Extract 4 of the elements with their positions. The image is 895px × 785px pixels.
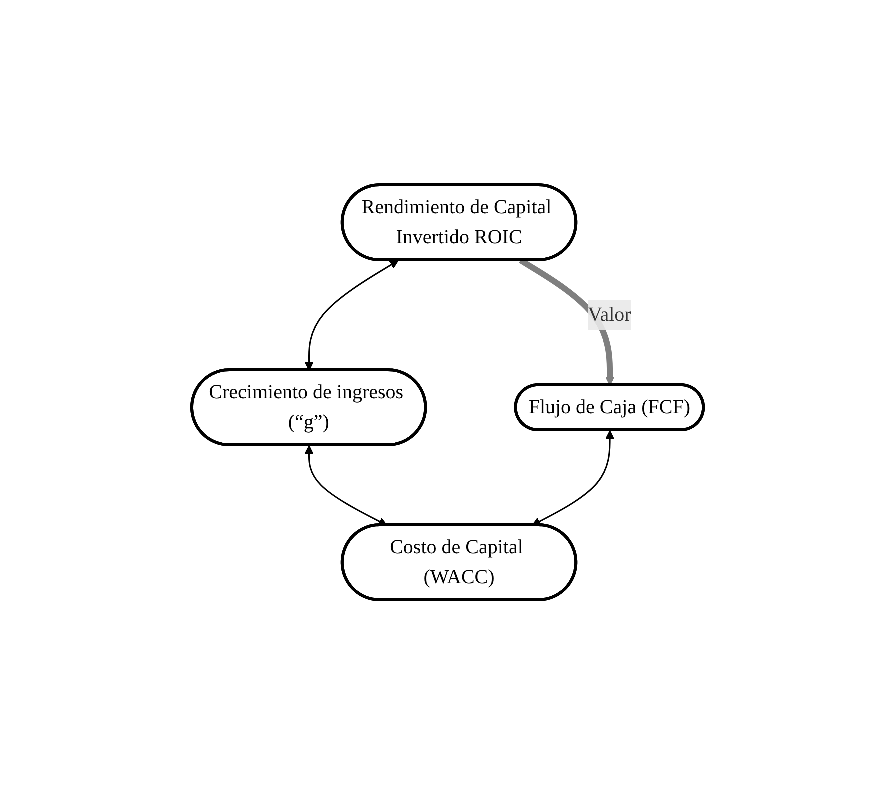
edge-label: Valor [588,304,632,326]
arrow [304,446,388,526]
arrow [532,430,614,526]
arrow [304,260,399,371]
